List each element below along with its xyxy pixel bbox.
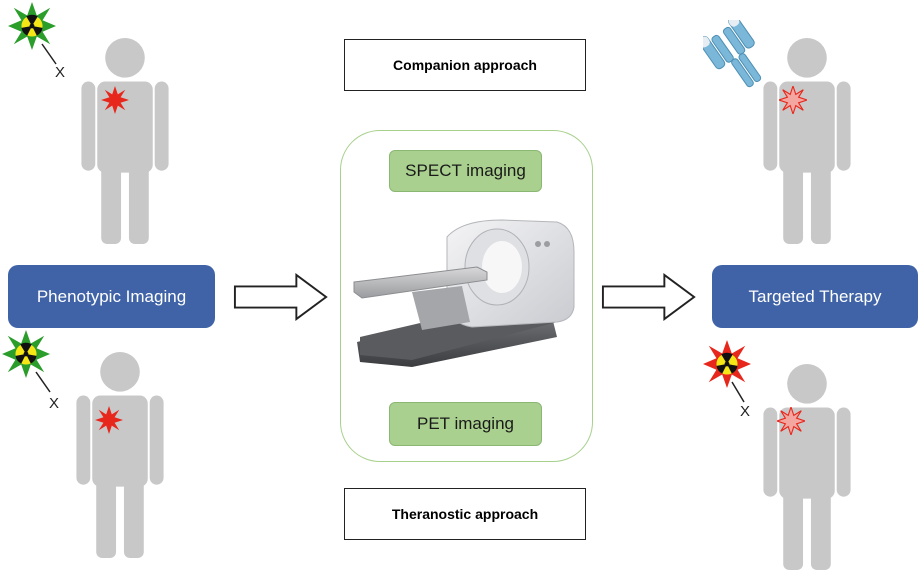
human-figure-bottom-right — [757, 362, 857, 570]
human-figure-top-right — [757, 36, 857, 244]
human-figure-top-left — [75, 36, 175, 244]
x-mark-bottom-right: X — [740, 403, 751, 420]
tumor-icon-top-right — [779, 86, 807, 114]
tether-line-bottom-right — [731, 381, 745, 403]
arrow-left-to-center — [233, 272, 329, 322]
spect-imaging-label: SPECT imaging — [389, 150, 542, 192]
targeted-therapy-box: Targeted Therapy — [712, 265, 918, 328]
pet-imaging-label: PET imaging — [389, 402, 542, 446]
tumor-icon-top-left — [101, 86, 129, 114]
arrow-center-to-right — [601, 272, 697, 322]
human-figure-bottom-left — [70, 350, 170, 558]
x-mark-top-left: X — [55, 64, 66, 81]
antibody-icon — [703, 20, 767, 92]
x-mark-bottom-left: X — [49, 395, 60, 412]
tether-line-bottom-left — [35, 371, 51, 393]
phenotypic-imaging-box: Phenotypic Imaging — [8, 265, 215, 328]
tumor-icon-bottom-left — [95, 406, 123, 434]
scanner-image — [352, 212, 582, 372]
companion-approach-box: Companion approach — [344, 39, 586, 91]
tether-line-top-left — [41, 43, 57, 65]
tumor-icon-bottom-right — [777, 407, 805, 435]
theranostic-approach-box: Theranostic approach — [344, 488, 586, 540]
